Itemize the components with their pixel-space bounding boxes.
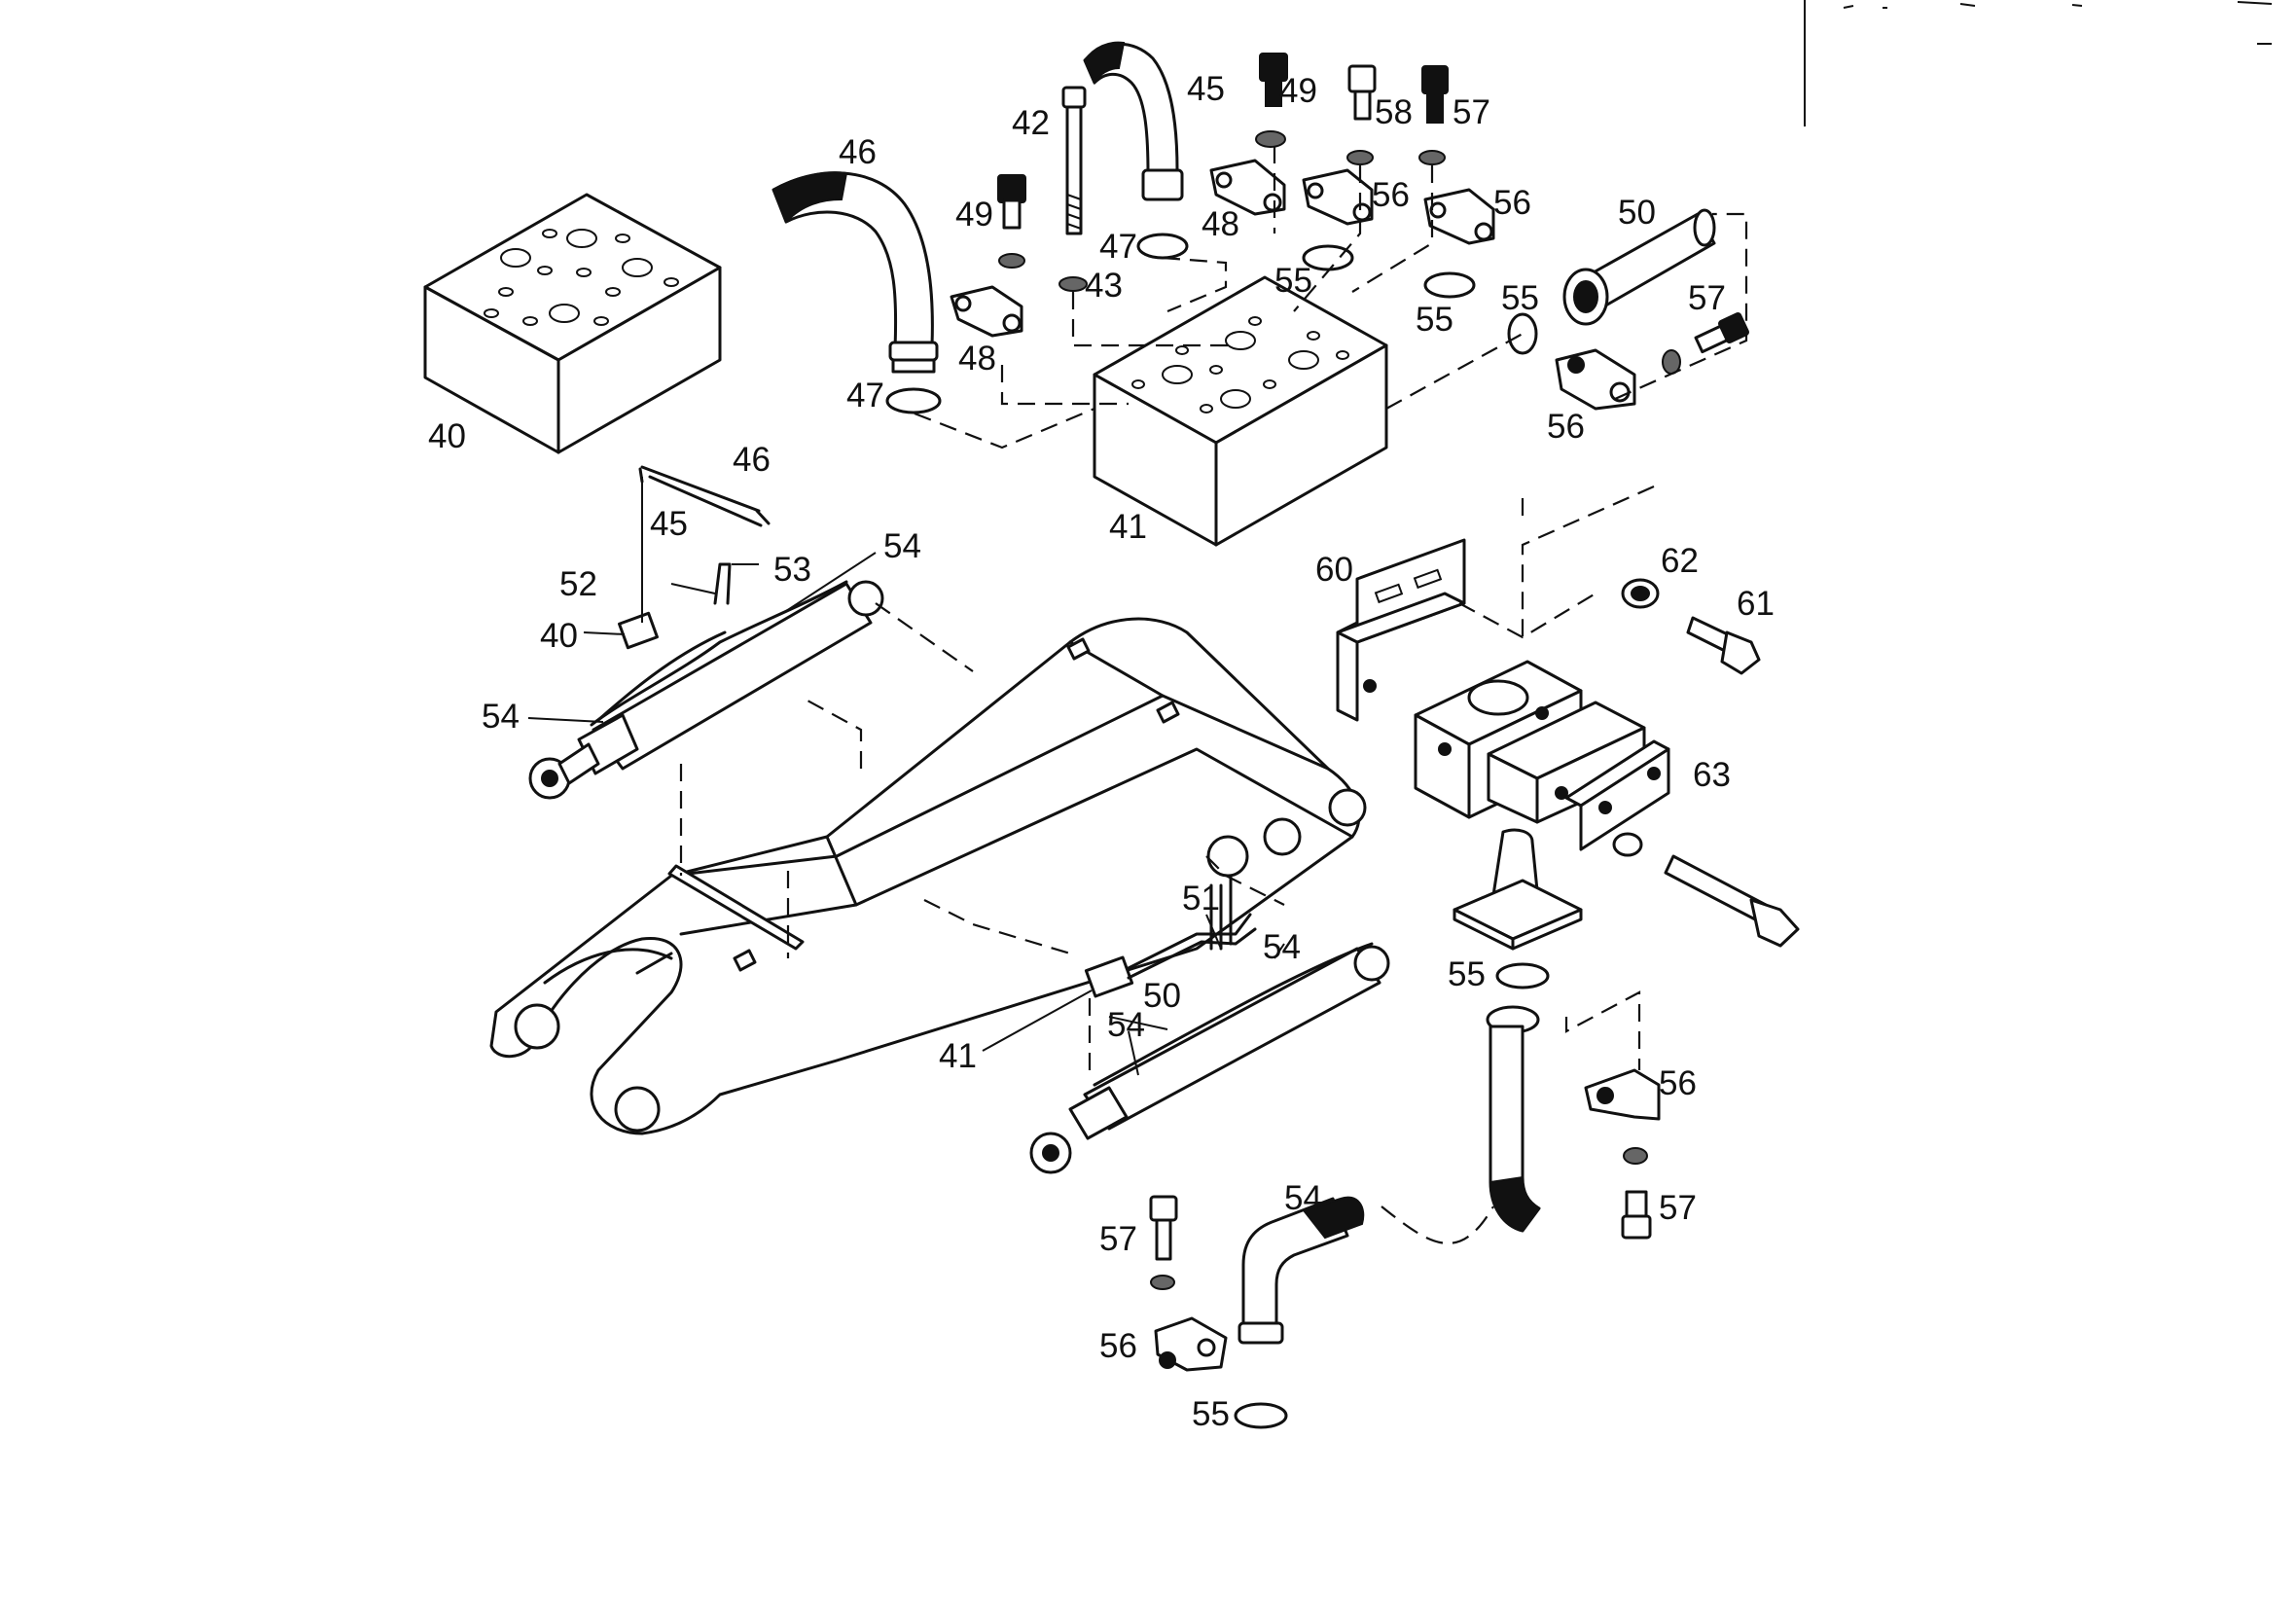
clamp-block-lower [1487, 701, 1646, 824]
o-ring-55-d [1495, 962, 1550, 989]
callout-48-left: 48 [958, 340, 996, 378]
callout-40-block: 40 [428, 417, 466, 455]
callout-56-bottom: 56 [1099, 1327, 1137, 1365]
callout-58: 58 [1375, 93, 1413, 131]
hose-elbow-54-bottom [1234, 1196, 1365, 1429]
flange-56-right [1555, 348, 1636, 411]
callout-55-a: 55 [1274, 262, 1312, 300]
flange-48-left [950, 285, 1023, 338]
callout-50-lower: 50 [1143, 977, 1181, 1015]
bolt-57-top [1418, 65, 1449, 165]
hydraulic-cylinder-lower [1029, 874, 1390, 1174]
flange-48-right [1209, 159, 1286, 216]
callout-47-right: 47 [1099, 228, 1137, 266]
callout-leaders [527, 552, 1285, 1076]
clip-assembly-upper [618, 465, 771, 650]
washer-62 [1621, 578, 1660, 609]
callout-54-bottom: 54 [1284, 1179, 1322, 1217]
flange-56-bottom-left [1154, 1316, 1228, 1372]
bolt-58 [1346, 64, 1377, 165]
callout-54-mid: 54 [1107, 1006, 1145, 1044]
callout-56-a: 56 [1372, 176, 1410, 214]
callout-56-d: 56 [1659, 1064, 1697, 1102]
callout-45-hose: 45 [1187, 70, 1225, 108]
callout-62: 62 [1661, 542, 1699, 580]
flange-56-top-a [1302, 168, 1374, 226]
callout-55-b: 55 [1416, 301, 1453, 339]
tube-50 [1562, 208, 1716, 326]
callout-56-b: 56 [1493, 184, 1531, 222]
long-bolt-42 [1058, 86, 1088, 292]
dashed-leader-lines [679, 146, 1748, 1244]
callout-55-bottom: 55 [1192, 1395, 1230, 1433]
callout-48-right: 48 [1202, 205, 1239, 243]
callout-46-clip: 46 [733, 441, 771, 479]
hose-lower-right [1486, 1005, 1541, 1233]
callout-55-c: 55 [1501, 279, 1539, 317]
callout-57-c: 57 [1659, 1189, 1697, 1227]
bolt-long-lower [1612, 832, 1800, 948]
callout-45-clip: 45 [650, 505, 688, 543]
callout-63: 63 [1693, 756, 1731, 794]
bolt-61 [1686, 616, 1761, 675]
callout-49-left: 49 [955, 196, 993, 234]
bolt-57-right [1662, 312, 1749, 375]
callout-50-tube: 50 [1618, 194, 1656, 232]
callout-54-upper: 54 [883, 527, 921, 565]
bolt-49-right [1255, 53, 1288, 148]
callout-54-left: 54 [482, 698, 520, 736]
callout-56-c: 56 [1547, 408, 1585, 446]
callout-46-hose: 46 [839, 133, 877, 171]
valve-block-40 [423, 193, 722, 454]
o-ring-55-c [1507, 312, 1538, 355]
callout-57-right: 57 [1688, 279, 1726, 317]
valve-block-41 [1093, 275, 1388, 547]
o-ring-55-a [1302, 244, 1354, 271]
flange-56-lower-right [1584, 1068, 1661, 1121]
hose-elbow-45 [1083, 41, 1189, 260]
bolt-49-left [997, 174, 1026, 269]
callout-52: 52 [559, 565, 597, 603]
callout-41-block: 41 [1109, 508, 1147, 546]
bolt-57-lower-right [1621, 1147, 1652, 1240]
callout-40-clip: 40 [540, 617, 578, 655]
callout-47-left: 47 [846, 377, 884, 414]
callout-labels: 40 41 42 43 45 46 47 47 48 48 49 49 50 5… [428, 70, 1775, 1433]
bracket-plate-60 [1336, 538, 1466, 722]
scan-edge-marks [1804, 0, 2273, 126]
callout-49-right: 49 [1279, 72, 1317, 110]
boom-frame [489, 617, 1367, 1135]
callout-54-lower: 54 [1263, 928, 1301, 966]
cover-plate-63 [1564, 739, 1670, 851]
hose-elbow-46 [771, 171, 942, 414]
callout-55-d: 55 [1448, 955, 1486, 993]
callout-61: 61 [1737, 585, 1775, 623]
callout-41-lower: 41 [939, 1037, 977, 1075]
callout-60: 60 [1315, 551, 1353, 589]
flange-56-top-b [1423, 188, 1495, 245]
pipe-stub-flange [1453, 828, 1583, 951]
callout-43: 43 [1085, 267, 1123, 305]
callout-42: 42 [1012, 104, 1050, 142]
bolt-57-bottom-left [1149, 1195, 1178, 1290]
callout-57-bottom: 57 [1099, 1220, 1137, 1258]
callout-51: 51 [1182, 880, 1220, 917]
callout-53: 53 [773, 551, 811, 589]
callout-57-top: 57 [1453, 93, 1490, 131]
hydraulic-cylinder-upper [528, 580, 884, 800]
o-ring-55-b [1423, 271, 1476, 299]
